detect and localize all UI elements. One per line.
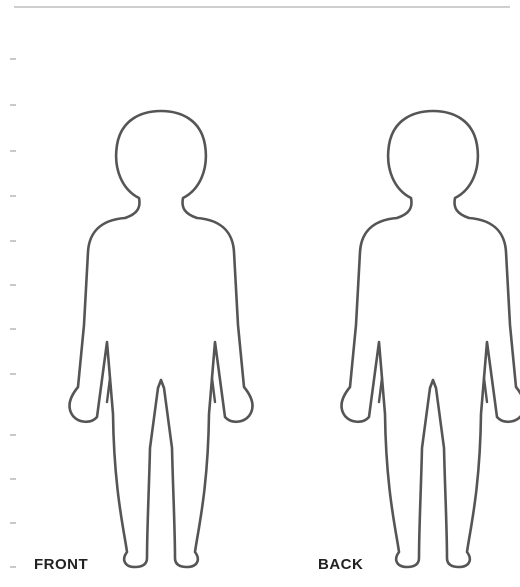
front-body-outline (70, 111, 253, 567)
front-view-label: FRONT (32, 556, 90, 573)
back-figure (342, 111, 520, 567)
front-left-hand-detail (107, 378, 110, 402)
back-view-label: BACK (316, 556, 365, 573)
back-body-outline (342, 111, 520, 567)
front-figure (70, 111, 253, 567)
front-right-hand-detail (212, 378, 215, 402)
back-left-hand-detail (379, 378, 382, 402)
back-right-hand-detail (484, 378, 487, 402)
